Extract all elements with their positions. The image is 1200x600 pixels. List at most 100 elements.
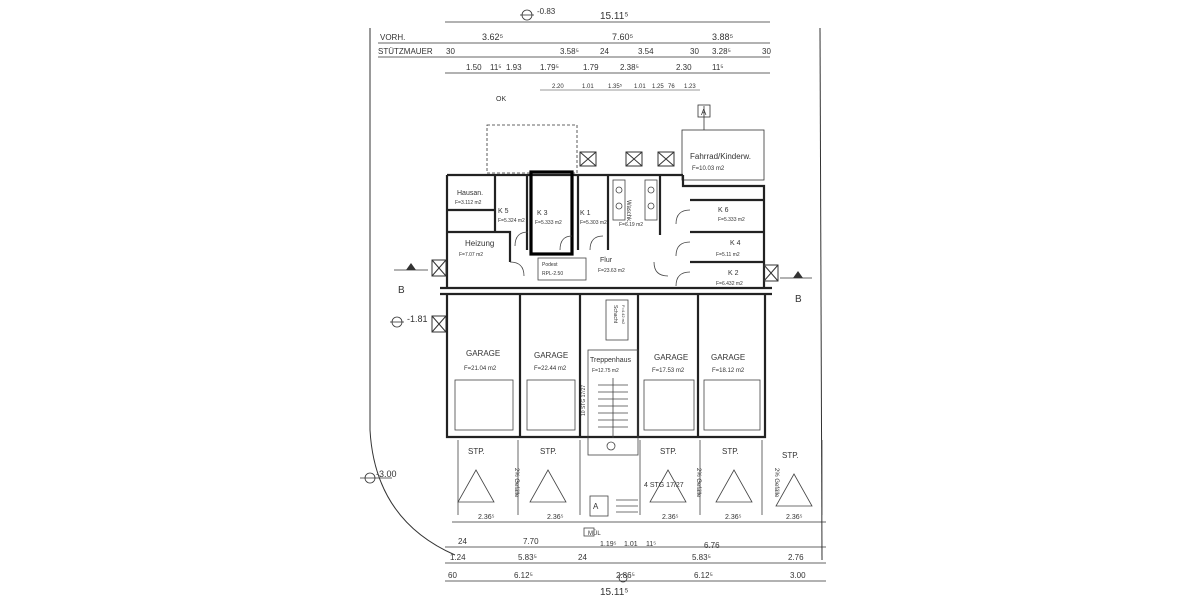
row4-dim-3: 1.35⁵ (608, 83, 623, 90)
row4-dim-1: 2.20 (552, 84, 564, 90)
room-area: F=4.42 m2 (621, 305, 626, 325)
bot1-dim-4: 2.36⁵ (725, 514, 742, 521)
row4-dim-5: 1.25 (652, 84, 664, 90)
stp-label: STP. (540, 447, 557, 456)
row4-dim-7: 1.23 (684, 84, 696, 90)
row3-dim-8: 11⁵ (712, 63, 724, 72)
room-k2: K 2 F=6.432 m2 (716, 270, 743, 287)
room-area: F=21.04 m2 (464, 366, 497, 372)
slope-triangle-icon (529, 469, 567, 503)
vent-box (763, 264, 779, 282)
stp-label: STP. (722, 447, 739, 456)
bot3-dim-8: 2.76 (788, 553, 804, 562)
room-podest: Podest RPL-2.50 (537, 257, 587, 281)
slope-triangle-icon (775, 473, 813, 507)
row3-dim-3: 1.93 (506, 63, 522, 72)
ok-label: OK (496, 96, 506, 103)
door-swings (509, 209, 691, 287)
building-walls (440, 173, 772, 296)
room-schacht: Schacht F=4.42 m2 (605, 299, 629, 341)
room-area: F=7.07 m2 (459, 252, 483, 258)
vent-box (431, 315, 447, 333)
room-area: F=5.303 m2 (580, 220, 607, 226)
k3-highlight[interactable] (529, 170, 574, 256)
row2-dim-1: 30 (446, 47, 455, 56)
stairwell: Treppenhaus F=12.75 m2 10 STG 17/27 (581, 349, 639, 456)
parking-space-5: STP. (775, 451, 813, 507)
room-name: Waschk. (625, 200, 631, 223)
level-marker-bottom-left: -3.00 (360, 469, 397, 484)
row3-dim-6: 2.38⁵ (620, 63, 639, 72)
bot3-dim-5: 1.01 (624, 541, 638, 548)
row4-dim-4: 1.01 (634, 84, 646, 90)
row4-dim-2: 1.01 (582, 84, 594, 90)
room-name: K 5 (498, 208, 509, 215)
room-garage2: GARAGE F=22.44 m2 (534, 351, 568, 372)
room-area: F=6.19 m2 (619, 222, 643, 228)
room-k3: K 3 F=5.333 m2 (535, 210, 562, 226)
fahrrad-outline (681, 129, 765, 181)
room-name: K 6 (718, 207, 729, 214)
room-hausan: Hausan. F=3.112 m2 (455, 190, 483, 206)
room-name: K 3 (537, 210, 548, 217)
bot4-dim-4: 6.12⁵ (694, 571, 713, 580)
row1-label: VORH. (380, 33, 405, 42)
bottom-total-dim: 15.11⁵ (600, 587, 628, 598)
room-area: F=5.324 m2 (498, 218, 525, 224)
treppenhaus-name: Treppenhaus (590, 357, 631, 364)
parking-space-1: STP. (457, 447, 495, 503)
parking-space-4: STP. 2% Gefälle (715, 447, 779, 503)
level-top-text: -0.83 (537, 7, 556, 16)
parking-spaces: STP. STP. 2% Gefälle STP. 2% Gefälle STP… (457, 440, 823, 537)
section-marker-b-left: B (394, 263, 428, 296)
room-name: K 2 (728, 270, 739, 277)
row4-dim-6: 76 (668, 84, 675, 90)
parking-space-3: STP. 2% Gefälle (649, 447, 701, 503)
row2-dim-3: 24 (600, 47, 609, 56)
bot1-dim-1: 2.36⁵ (478, 514, 495, 521)
top-dimensions: 15.11⁵ -0.83 VORH. 3.62⁵ 7.60⁵ 3.88⁵ STÜ… (378, 7, 771, 103)
room-name: GARAGE (466, 349, 500, 358)
room-area: F=17.53 m2 (652, 368, 685, 374)
stair-secondary-label: 4 STG 17/27 (644, 482, 684, 489)
room-area: F=3.112 m2 (455, 200, 482, 206)
row3-dim-4: 1.79⁵ (540, 63, 559, 72)
slope-triangle-icon (649, 469, 687, 503)
bot2-dim-2: 7.70 (523, 537, 539, 546)
bin-box (589, 495, 609, 517)
room-name: Schacht (612, 305, 618, 324)
level-marker-left: -1.81 (390, 314, 428, 328)
room-name: Podest (542, 262, 558, 268)
row2-dim-2: 3.58⁵ (560, 47, 579, 56)
level-left-text: -1.81 (407, 314, 428, 324)
garage-door (454, 379, 514, 431)
stp-label: STP. (782, 451, 799, 460)
slope-triangle-icon (457, 469, 495, 503)
row1-dim-2: 7.60⁵ (612, 32, 634, 42)
row3-dim-5: 1.79 (583, 63, 599, 72)
bot3-dim-3: 24 (578, 553, 587, 562)
room-area: RPL-2.50 (542, 271, 563, 277)
room-name: Hausan. (457, 190, 483, 197)
level-marker-top: -0.83 (520, 7, 556, 21)
room-garage4: GARAGE F=18.12 m2 (711, 353, 745, 374)
top-total-dim: 15.11⁵ (600, 11, 628, 22)
trash-bin-icon (583, 527, 595, 537)
overhang-outline (486, 124, 578, 174)
mul-label: MÜL (588, 530, 601, 537)
room-k4: K 4 F=5.11 m2 (716, 240, 741, 258)
section-b-right-label: B (795, 294, 802, 305)
section-marker-b-right: B (780, 271, 812, 305)
row2-dim-5: 30 (690, 47, 699, 56)
slope-label: 2% Gefälle (695, 468, 701, 498)
room-area: F=22.44 m2 (534, 366, 567, 372)
room-area: F=5.333 m2 (718, 217, 745, 223)
bot3-dim-1: 1.24 (450, 553, 466, 562)
room-area: F=5.11 m2 (716, 252, 740, 258)
room-k6: K 6 F=5.333 m2 (718, 207, 745, 223)
vent-box (431, 259, 447, 277)
level-marker-bottom-icon (618, 573, 628, 583)
row2-dim-7: 30 (762, 47, 771, 56)
slope-label: 2% Gefälle (773, 468, 779, 498)
